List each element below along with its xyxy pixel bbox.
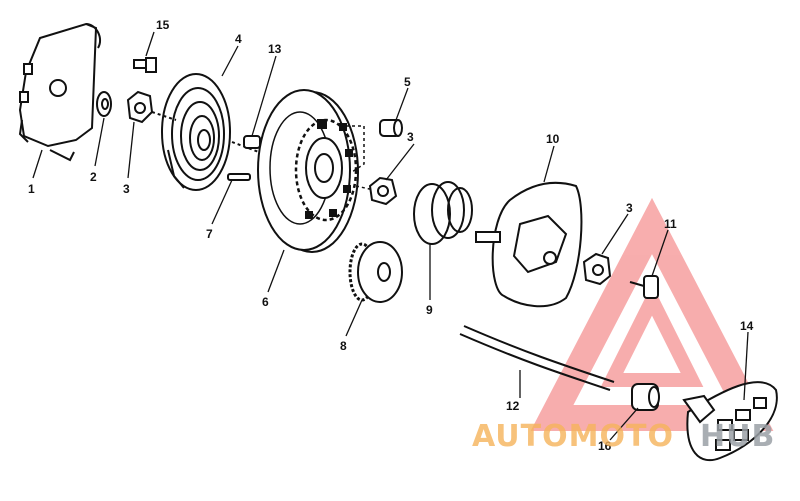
label-part-4: 4 [235,32,242,46]
label-part-11: 11 [664,217,677,231]
label-part-15: 15 [156,18,170,32]
part-5-bushing [379,119,403,137]
label-part-13: 13 [268,42,282,56]
part-13-pin [243,135,261,149]
part-1-cover-plate [18,22,102,162]
watermark-logo [530,197,774,431]
part-14-handle [682,381,778,462]
label-part-3: 3 [626,201,633,215]
part-12-rope [459,325,615,391]
part-15-bolt [133,57,157,73]
part-4-recoil-spring [161,73,265,191]
label-part-9: 9 [426,303,433,317]
part-3-nut-right [582,252,612,286]
label-part-3: 3 [407,130,414,144]
label-part-8: 8 [340,339,347,353]
label-part-1: 1 [28,182,35,196]
part-11-screw [629,275,659,299]
watermark-brand-right: HUB [700,419,775,454]
label-part-14: 14 [740,319,754,333]
part-9-rings [413,181,473,245]
part-2-washer [96,91,112,117]
part-10-housing [475,181,583,308]
part-8-gear [348,241,403,303]
leader-lines [32,31,749,441]
part-3-nut-middle [368,176,398,206]
label-part-3: 3 [123,182,130,196]
watermark-brand-left: AUTOMOTO [472,419,674,454]
label-part-6: 6 [262,295,269,309]
part-16-ferrule [631,383,660,411]
label-part-10: 10 [546,132,560,146]
label-part-16: 16 [598,439,612,453]
label-part-12: 12 [506,399,520,413]
label-part-2: 2 [90,170,97,184]
part-number-labels: 1 2 3 3 3 4 5 6 7 8 9 10 11 12 13 14 15 … [28,18,754,453]
part-7-pin [227,173,251,181]
label-part-5: 5 [404,75,411,89]
label-part-7: 7 [206,227,213,241]
watermark-brand: AUTOMOTO HUB [472,419,775,454]
guide-lines-center [346,125,375,191]
part-6-pulley [257,89,359,253]
